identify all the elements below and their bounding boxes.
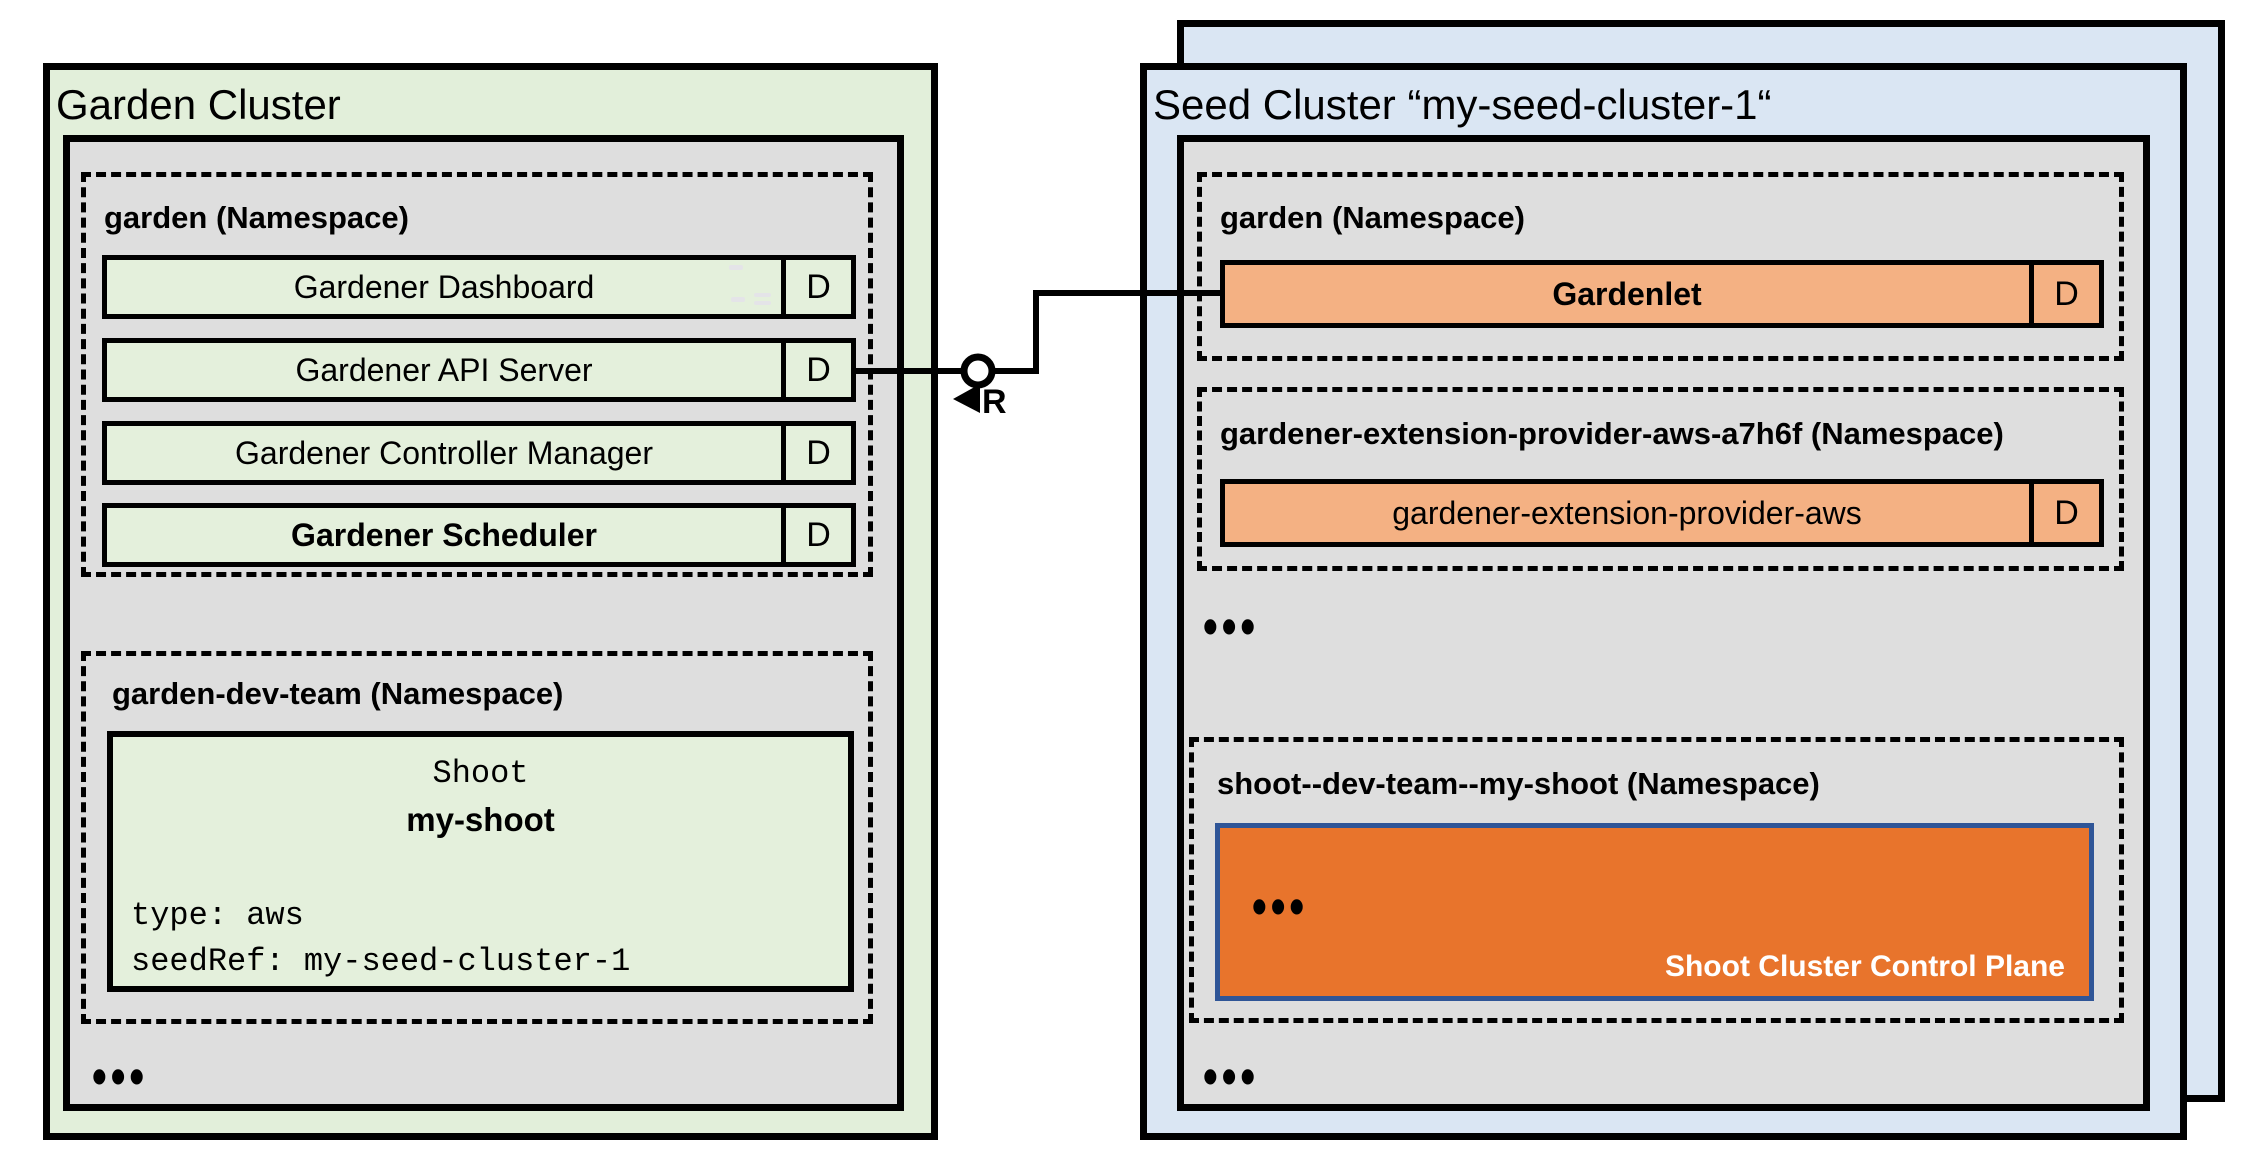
connector-relation-label: R [982,383,1007,421]
seed-garden-namespace-box [1197,172,2124,361]
deployment-badge: D [781,343,851,397]
garden-namespace-box [81,172,873,577]
gardener-dashboard-label: Gardener Dashboard [293,268,595,305]
artifact-mark [729,265,743,270]
extension-provider-label: gardener-extension-provider-aws [1392,494,1862,531]
deployment-badge: D [781,260,851,314]
gardener-controller-manager-row: Gardener Controller Manager D [102,421,856,485]
garden-dev-team-namespace-box [81,651,873,1024]
deployment-badge: D [2029,265,2099,323]
shoot-resource-card: Shoot my-shoot type: aws seedRef: my-see… [107,731,854,992]
artifact-mark [754,301,771,305]
shoot-name: my-shoot [406,801,555,838]
gardener-scheduler-row: Gardener Scheduler D [102,503,856,567]
deployment-badge: D [781,426,851,480]
extension-namespace-label: gardener-extension-provider-aws-a7h6f (N… [1220,416,2004,451]
gardener-api-server-row: Gardener API Server D [102,338,856,402]
gardener-scheduler-label: Gardener Scheduler [291,516,597,553]
shoot-namespace-label: shoot--dev-team--my-shoot (Namespace) [1217,766,1820,801]
garden-namespace-label: garden (Namespace) [104,200,409,235]
control-plane-ellipsis: ••• [1252,877,1309,936]
deployment-badge: D [2029,484,2099,542]
extension-provider-row: gardener-extension-provider-aws D [1220,479,2104,547]
gardenlet-label: Gardenlet [1552,275,1702,312]
shoot-kind: Shoot [432,755,529,792]
seed-cluster-mid-ellipsis: ••• [1203,597,1260,656]
interface-socket-icon [960,353,996,389]
gardener-controller-manager-label: Gardener Controller Manager [235,434,653,471]
gardener-dashboard-row: Gardener Dashboard D [102,255,856,319]
shoot-control-plane-box: ••• Shoot Cluster Control Plane [1215,823,2094,1001]
arrow-left-icon [953,384,980,413]
artifact-mark [754,293,771,297]
shoot-spec-type: type: aws [131,897,304,934]
seed-cluster-title: Seed Cluster “my-seed-cluster-1“ [1153,81,1772,128]
garden-cluster-ellipsis: ••• [92,1047,149,1106]
deployment-badge: D [781,508,851,562]
seed-garden-namespace-label: garden (Namespace) [1220,200,1525,235]
shoot-namespace-box [1189,737,2124,1023]
garden-cluster-title: Garden Cluster [56,81,341,128]
control-plane-label: Shoot Cluster Control Plane [1664,950,2065,983]
garden-dev-team-namespace-label: garden-dev-team (Namespace) [112,676,564,711]
artifact-mark [731,297,745,302]
shoot-spec-seedref: seedRef: my-seed-cluster-1 [131,943,631,980]
gardenlet-row: Gardenlet D [1220,260,2104,328]
seed-cluster-bottom-ellipsis: ••• [1203,1047,1260,1106]
extension-namespace-box [1197,387,2124,571]
gardener-api-server-label: Gardener API Server [295,351,593,388]
